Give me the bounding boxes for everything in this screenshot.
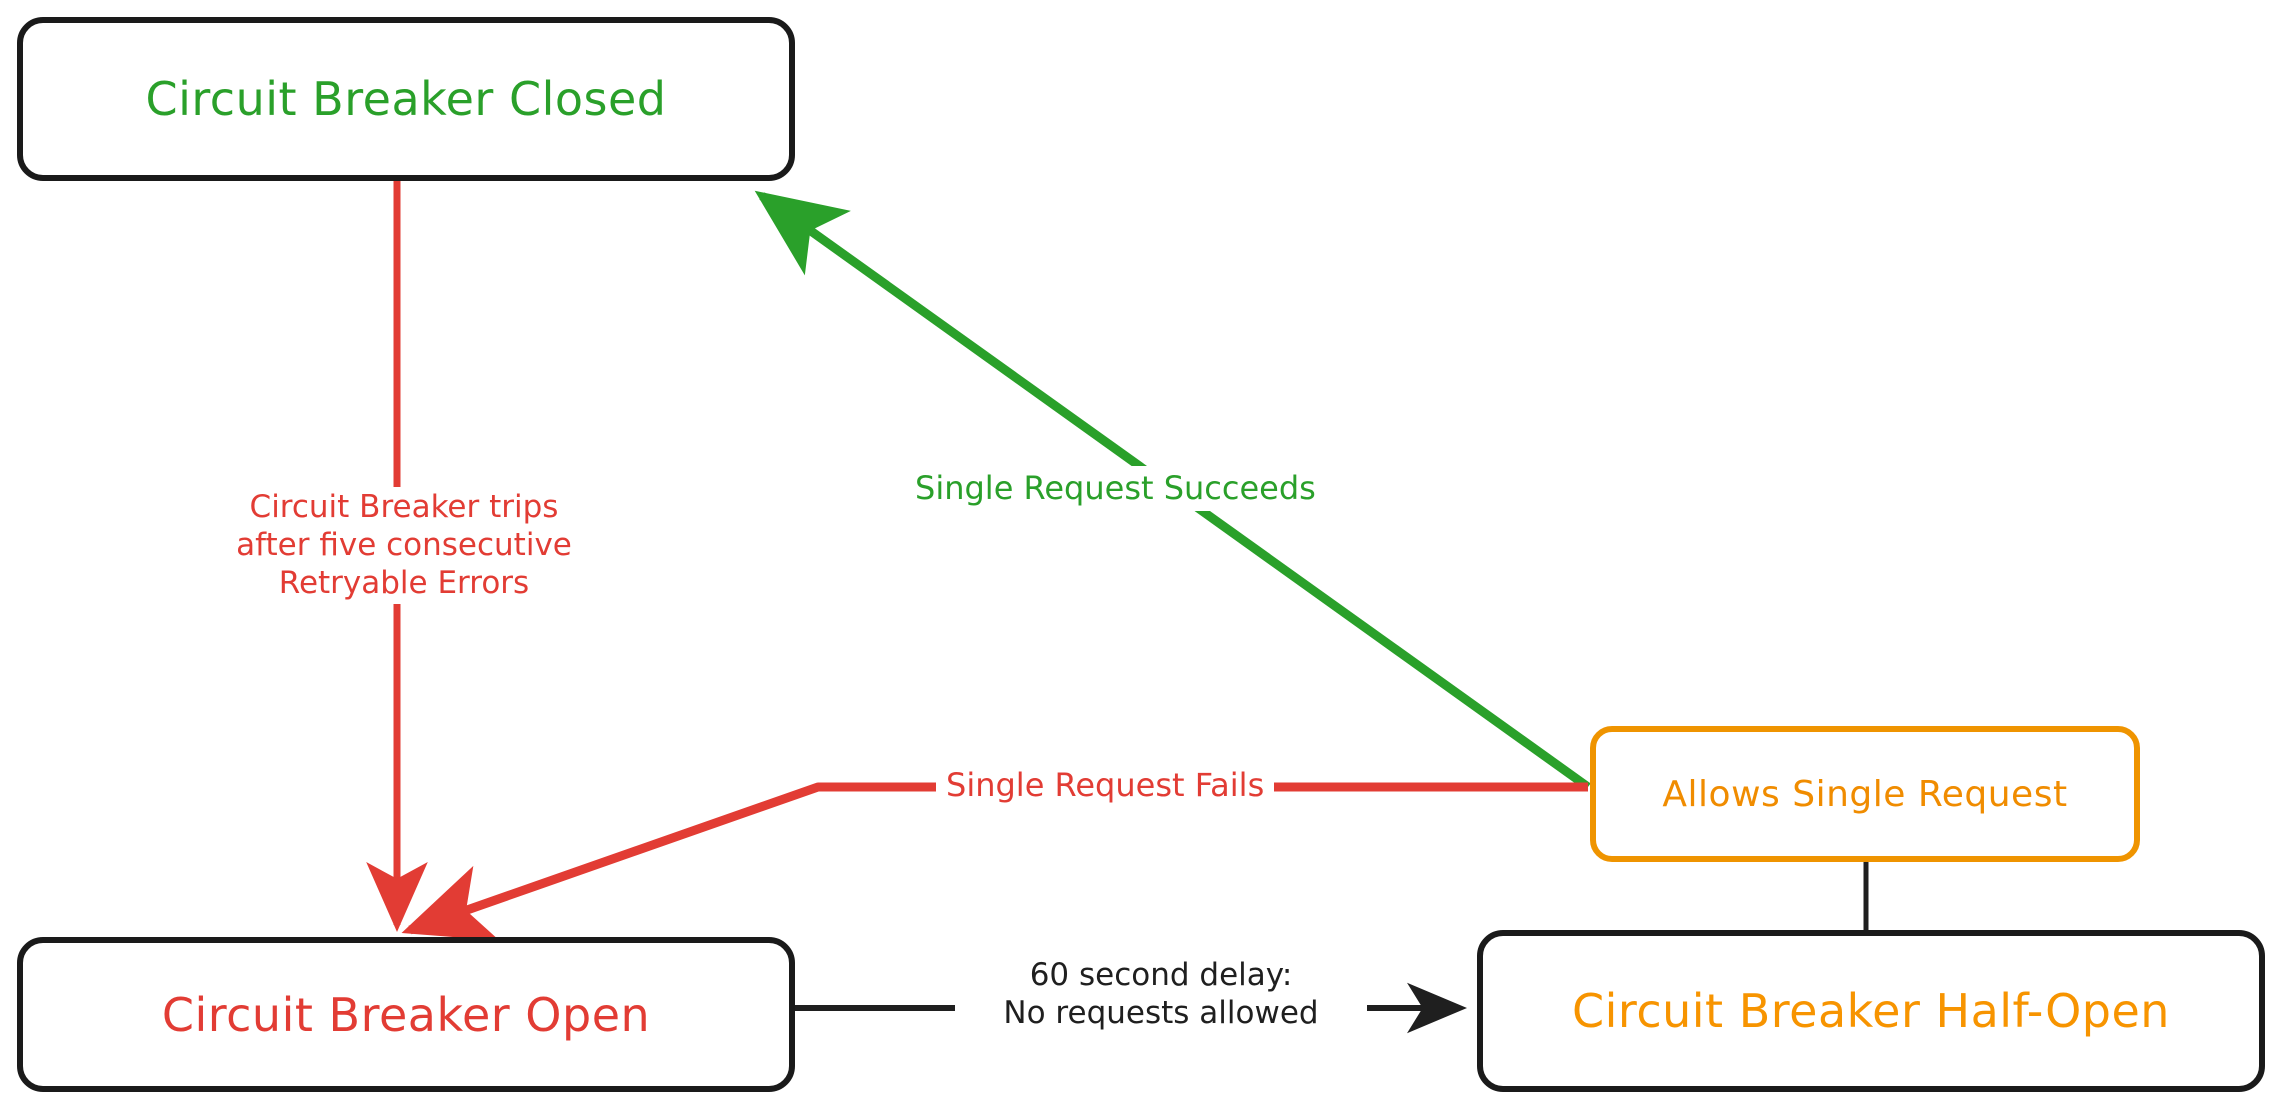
edge-label-single-request-fails: Single Request Fails bbox=[936, 763, 1275, 809]
node-label-half-open: Circuit Breaker Half-Open bbox=[1572, 984, 2170, 1038]
node-label-open: Circuit Breaker Open bbox=[161, 987, 651, 1042]
edge-label-single-request-succeeds: Single Request Succeeds bbox=[905, 466, 1326, 512]
edge-label-trips-line-3: Retryable Errors bbox=[278, 564, 530, 601]
state-node-circuit-breaker-closed[interactable]: Circuit Breaker Closed bbox=[17, 17, 795, 181]
edge-label-sixty-second-delay: 60 second delay: No requests allowed bbox=[955, 955, 1367, 1035]
edge-label-trips-line-1: Circuit Breaker trips bbox=[249, 489, 559, 525]
edge-label-circuit-breaker-trips: Circuit Breaker trips after five consecu… bbox=[175, 487, 633, 605]
state-node-circuit-breaker-open[interactable]: Circuit Breaker Open bbox=[17, 937, 795, 1092]
state-node-allows-single-request[interactable]: Allows Single Request bbox=[1590, 726, 2140, 862]
edge-label-delay-line-1: 60 second delay: bbox=[1029, 957, 1293, 993]
edge-allows-to-open bbox=[401, 782, 1588, 941]
state-node-circuit-breaker-half-open[interactable]: Circuit Breaker Half-Open bbox=[1477, 930, 2265, 1092]
node-label-closed: Circuit Breaker Closed bbox=[145, 72, 667, 126]
edge-label-trips-line-2: after five consecutive bbox=[236, 526, 572, 563]
node-label-allows-single-request: Allows Single Request bbox=[1662, 773, 2068, 815]
edge-label-delay-line-2: No requests allowed bbox=[1003, 994, 1319, 1031]
